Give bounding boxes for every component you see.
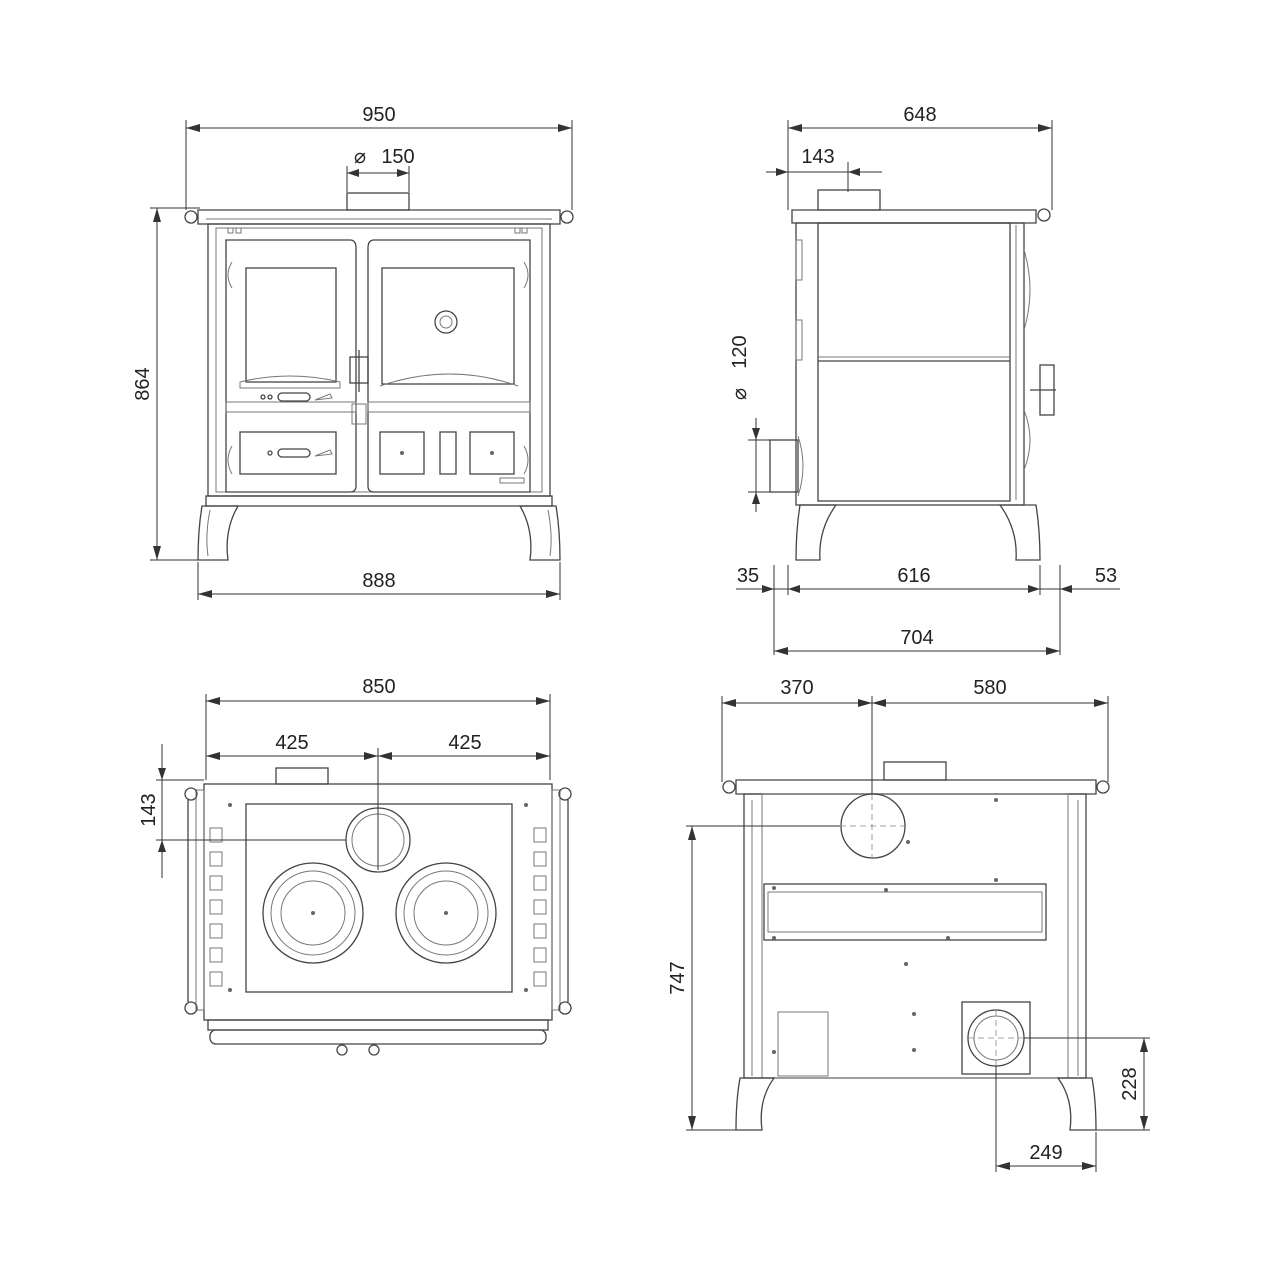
- top-right-rail-slots: [533, 827, 547, 987]
- front-width-label: 950: [362, 104, 395, 126]
- back-right-label: 580: [973, 677, 1006, 699]
- front-height-label: 864: [132, 367, 154, 400]
- side-flue-offset-label: 143: [801, 146, 834, 168]
- front-flue-diameter-label: 150: [381, 146, 414, 168]
- back-flue-height-label: 747: [667, 961, 689, 994]
- dimension-labels: 950 ⌀ 150 864 888 648 143 ⌀ 120 35 616 5…: [132, 104, 1141, 1164]
- side-rear-overhang-label: 53: [1095, 565, 1117, 587]
- front-base-width-label: 888: [362, 570, 395, 592]
- dimension-lines: [150, 120, 1150, 1172]
- front-view: [184, 192, 574, 561]
- top-half-right-label: 425: [448, 732, 481, 754]
- top-flue-offset-label: 143: [138, 793, 160, 826]
- back-intake-height-label: 228: [1119, 1067, 1141, 1100]
- back-intake-offset-label: 249: [1029, 1142, 1062, 1164]
- side-total-depth-label: 704: [900, 627, 933, 649]
- top-width-label: 850: [362, 676, 395, 698]
- side-depth-label: 648: [903, 104, 936, 126]
- top-left-rail-slots: [209, 827, 223, 987]
- center-lines: [840, 794, 1024, 1066]
- side-base-depth-label: 616: [897, 565, 930, 587]
- side-flue-diameter-label: 120: [729, 335, 751, 368]
- front-flue-symbol: ⌀: [354, 146, 366, 168]
- top-half-left-label: 425: [275, 732, 308, 754]
- back-left-label: 370: [780, 677, 813, 699]
- side-flue-symbol: ⌀: [729, 388, 751, 400]
- back-view: [722, 761, 1110, 1131]
- side-front-overhang-label: 35: [737, 565, 759, 587]
- side-view: [769, 189, 1056, 561]
